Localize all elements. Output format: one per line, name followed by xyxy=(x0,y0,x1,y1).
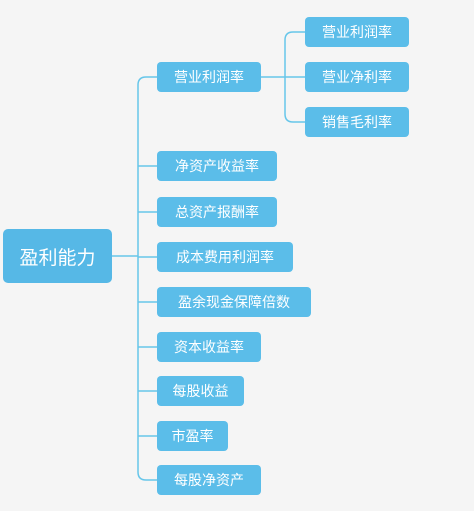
leaf-node-operating-profit-margin[interactable]: 营业利润率 xyxy=(305,17,409,47)
root-connector-branch-0 xyxy=(137,76,157,86)
branch-node-return-on-assets[interactable]: 总资产报酬率 xyxy=(157,197,277,227)
branch-connector-branch-2 xyxy=(284,113,305,123)
root-connector-branch-8 xyxy=(137,471,157,481)
branch-node-net-assets-per-share[interactable]: 每股净资产 xyxy=(157,465,261,495)
branch-node-return-on-capital[interactable]: 资本收益率 xyxy=(157,332,261,362)
branch-node-cash-coverage-multiple[interactable]: 盈余现金保障倍数 xyxy=(157,287,311,317)
root-node[interactable]: 盈利能力 xyxy=(3,229,112,283)
branch-node-earnings-per-share[interactable]: 每股收益 xyxy=(157,376,244,406)
branch-node-cost-profit-margin[interactable]: 成本费用利润率 xyxy=(157,242,293,272)
leaf-node-gross-profit-margin[interactable]: 销售毛利率 xyxy=(305,107,409,137)
leaf-node-operating-net-margin[interactable]: 营业净利率 xyxy=(305,62,409,92)
branch-node-operating-profit-margin[interactable]: 营业利润率 xyxy=(157,62,261,92)
branch-connector-branch-0 xyxy=(284,31,305,41)
branch-node-return-on-equity[interactable]: 净资产收益率 xyxy=(157,151,277,181)
branch-node-pe-ratio[interactable]: 市盈率 xyxy=(157,421,228,451)
